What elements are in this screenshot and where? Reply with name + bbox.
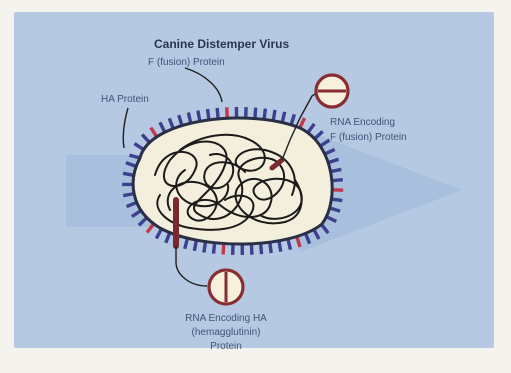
ha-protein-leader-line (123, 108, 128, 148)
ha-protein-spike (166, 233, 170, 243)
rna-f-label-line1: RNA Encoding (330, 118, 395, 128)
rna-ha-label-line1: RNA Encoding HA (156, 314, 296, 324)
rna-ha-label-line3: Protein (156, 342, 296, 352)
ha-protein-spike (156, 229, 161, 239)
f-protein-spike (297, 236, 300, 247)
ha-protein-spike (123, 194, 134, 196)
ha-protein-spike (217, 108, 218, 119)
f-protein-spike (227, 107, 228, 118)
ha-protein-spike (204, 242, 206, 253)
diagram-title: Canine Distemper Virus (154, 38, 289, 50)
ha-protein-spike (185, 238, 188, 249)
f-protein-spike (300, 118, 305, 128)
rna-f-label-line2: F (fusion) Protein (330, 133, 407, 143)
ha-protein-spike (142, 134, 149, 142)
ha-protein-spike (169, 118, 173, 128)
ha-protein-spike (208, 109, 209, 120)
rna-ha-circle-icon (209, 270, 243, 304)
ha-protein-spike (279, 241, 281, 252)
rna-f-circle-icon (316, 75, 348, 107)
ha-protein-spike (332, 180, 343, 181)
f-protein-leader-line (185, 68, 222, 102)
ha-protein-spike (198, 111, 200, 122)
ha-protein-spike (331, 169, 342, 171)
ha-protein-spike (255, 108, 256, 119)
ha-protein-spike (261, 243, 262, 254)
ha-protein-spike (288, 239, 291, 250)
f-protein-label: F (fusion) Protein (148, 58, 225, 68)
ha-protein-spike (291, 114, 294, 125)
rna-ha-label-line2: (hemagglutinin) (156, 328, 296, 338)
ha-protein-spike (160, 122, 165, 132)
ha-protein-spike (270, 242, 271, 253)
ha-protein-spike (213, 243, 214, 254)
ha-protein-spike (282, 112, 284, 123)
ha-protein-spike (194, 240, 196, 251)
f-protein-spike (223, 244, 224, 255)
ha-protein-label: HA Protein (101, 95, 149, 105)
ha-protein-spike (308, 124, 315, 133)
ha-protein-spike (331, 199, 342, 201)
ha-protein-spike (188, 113, 190, 124)
ha-protein-spike (179, 115, 182, 126)
viral-envelope (133, 118, 332, 244)
ha-protein-spike (273, 110, 275, 121)
ha-protein-spike (123, 173, 134, 175)
ha-protein-spike (264, 109, 265, 120)
ha-protein-spike (134, 144, 143, 150)
f-protein-spike (151, 128, 157, 137)
